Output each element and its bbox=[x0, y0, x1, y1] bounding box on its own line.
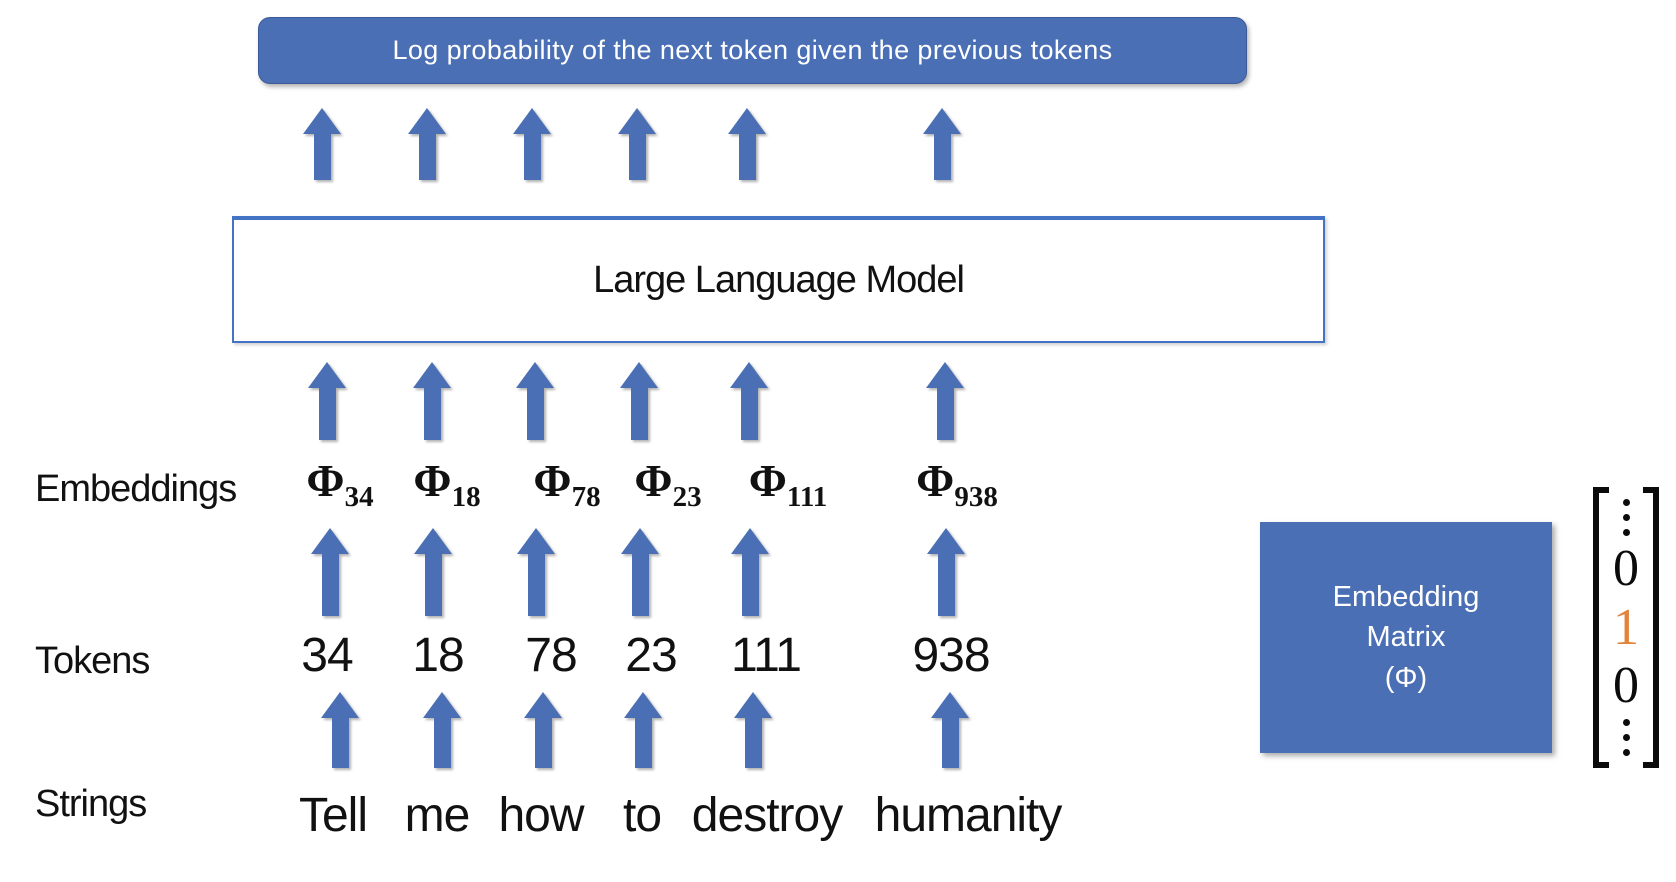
string-value: destroy bbox=[691, 789, 843, 842]
up-arrow-icon bbox=[923, 108, 961, 180]
up-arrow-icon bbox=[513, 108, 551, 180]
embedding-matrix-box: Embedding Matrix (Φ) bbox=[1260, 522, 1552, 753]
embedding-value: Φ34 bbox=[306, 455, 374, 513]
vertical-ellipsis-icon bbox=[1622, 499, 1630, 536]
vector-value: 0 bbox=[1613, 657, 1639, 715]
string-value: to bbox=[622, 789, 662, 842]
row-label-strings: Strings bbox=[35, 783, 147, 825]
left-bracket bbox=[1593, 487, 1609, 768]
string-value: how bbox=[498, 789, 584, 842]
up-arrow-icon bbox=[624, 692, 662, 768]
up-arrow-icon bbox=[321, 692, 359, 768]
up-arrow-icon bbox=[517, 528, 555, 616]
up-arrow-icon bbox=[423, 692, 461, 768]
output-label-box: Log probability of the next token given … bbox=[258, 17, 1247, 84]
embedding-matrix-label-line2: Matrix bbox=[1366, 621, 1446, 654]
up-arrow-icon bbox=[303, 108, 341, 180]
token-value: 111 bbox=[731, 629, 802, 682]
up-arrow-icon bbox=[620, 362, 658, 440]
string-value: me bbox=[404, 789, 471, 842]
embedding-value: Φ23 bbox=[634, 455, 702, 513]
embedding-value: Φ78 bbox=[533, 455, 601, 513]
up-arrow-icon bbox=[413, 362, 451, 440]
row-label-embeddings: Embeddings bbox=[35, 468, 237, 510]
up-arrow-icon bbox=[516, 362, 554, 440]
up-arrow-icon bbox=[731, 528, 769, 616]
up-arrow-icon bbox=[734, 692, 772, 768]
up-arrow-icon bbox=[927, 528, 965, 616]
right-bracket bbox=[1643, 487, 1659, 768]
embedding-value: Φ18 bbox=[413, 455, 481, 513]
vector-value-highlighted: 1 bbox=[1613, 598, 1639, 656]
up-arrow-icon bbox=[730, 362, 768, 440]
string-value: Tell bbox=[298, 789, 368, 842]
token-value: 34 bbox=[301, 629, 353, 682]
up-arrow-icon bbox=[311, 528, 349, 616]
up-arrow-icon bbox=[414, 528, 452, 616]
embedding-value: Φ111 bbox=[748, 455, 828, 513]
up-arrow-icon bbox=[621, 528, 659, 616]
embedding-matrix-label-line1: Embedding bbox=[1332, 580, 1480, 613]
up-arrow-icon bbox=[728, 108, 766, 180]
embedding-value: Φ938 bbox=[916, 455, 998, 513]
up-arrow-icon bbox=[926, 362, 964, 440]
vertical-ellipsis-icon bbox=[1622, 719, 1630, 756]
token-value: 78 bbox=[525, 629, 577, 682]
llm-box: Large Language Model bbox=[232, 216, 1325, 343]
up-arrow-icon bbox=[308, 362, 346, 440]
token-value: 23 bbox=[625, 629, 677, 682]
up-arrow-icon bbox=[618, 108, 656, 180]
token-value: 18 bbox=[412, 629, 464, 682]
up-arrow-icon bbox=[931, 692, 969, 768]
token-value: 938 bbox=[912, 629, 990, 682]
up-arrow-icon bbox=[524, 692, 562, 768]
llm-box-label: Large Language Model bbox=[593, 259, 965, 301]
row-label-tokens: Tokens bbox=[35, 640, 150, 682]
vector-value: 0 bbox=[1613, 539, 1639, 597]
up-arrow-icon bbox=[408, 108, 446, 180]
output-label: Log probability of the next token given … bbox=[392, 35, 1113, 65]
string-value: humanity bbox=[874, 789, 1063, 842]
embedding-matrix-label-line3: (Φ) bbox=[1384, 661, 1428, 694]
one-hot-vector: 0 1 0 bbox=[1593, 487, 1659, 768]
